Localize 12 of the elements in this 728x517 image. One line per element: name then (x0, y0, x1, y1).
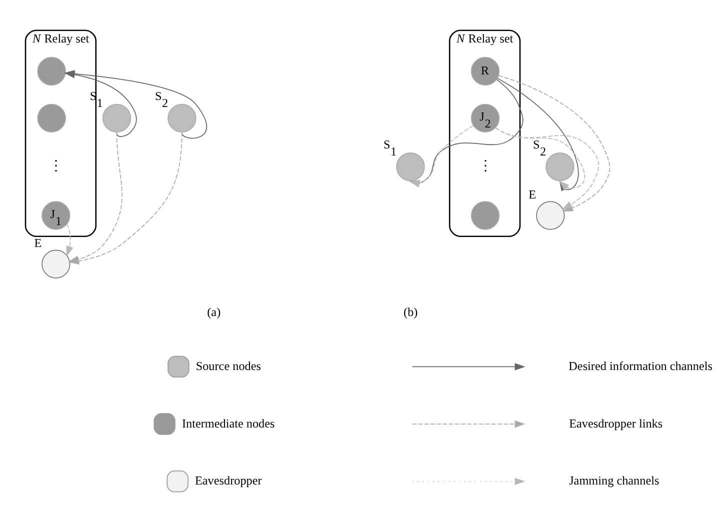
legend-label: Source nodes (196, 358, 261, 373)
legend-label: Eavesdropper links (569, 416, 663, 430)
legend-label: Jamming channels (569, 474, 660, 488)
label: ⋮ (478, 159, 492, 174)
label: ⋮ (48, 159, 63, 174)
legend-label: Intermediate nodes (182, 416, 275, 430)
legend-label: Eavesdropper (194, 474, 262, 488)
label: (b) (404, 305, 418, 320)
label: (a) (207, 305, 221, 320)
legend-label: Desired information channels (568, 358, 712, 373)
node-label: E (34, 236, 42, 250)
node-label: E (528, 187, 536, 202)
